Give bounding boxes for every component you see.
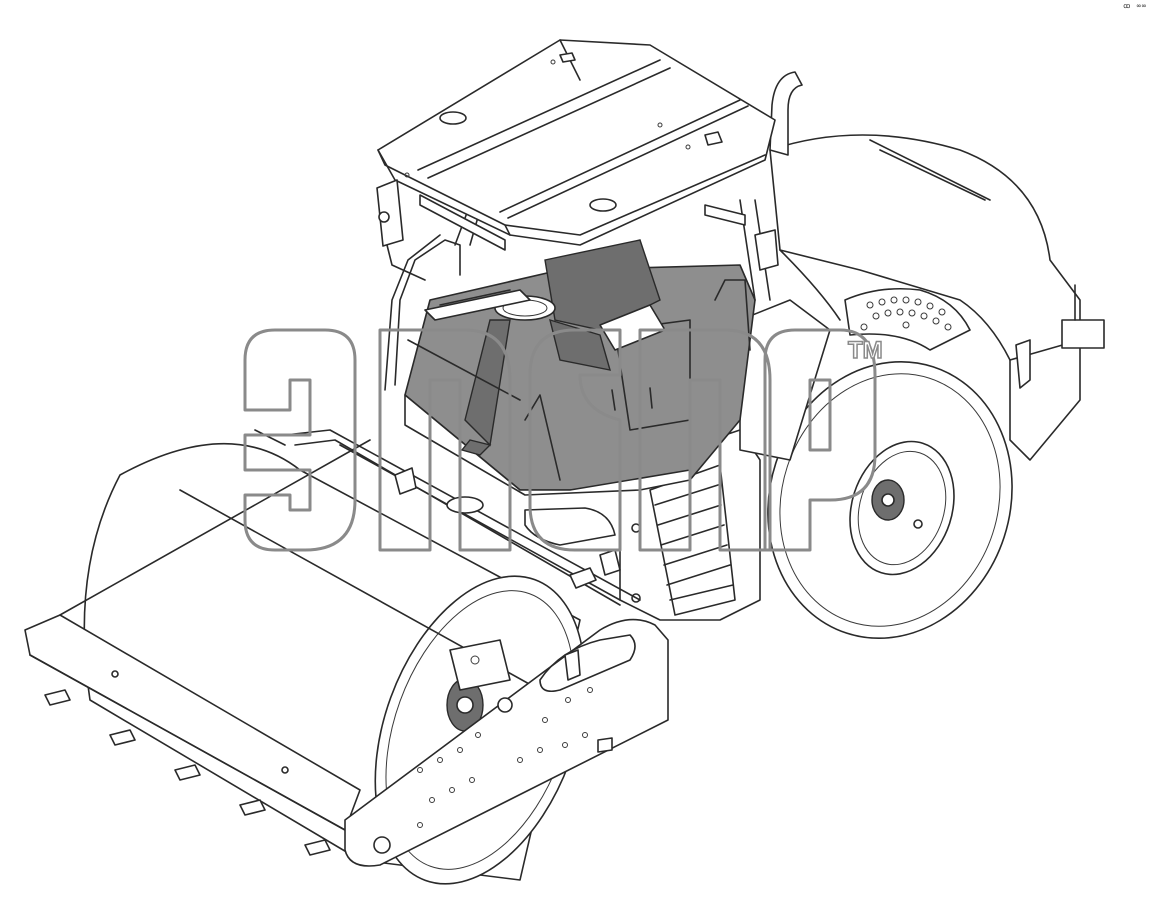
rops-canopy <box>376 39 779 301</box>
engine-hood <box>769 134 1105 461</box>
grille-holes <box>860 296 952 331</box>
corner-mark: ꝏ ∞∞ <box>1123 2 1147 10</box>
exhaust-pipe <box>769 71 803 156</box>
watermark-trademark: TM <box>848 337 883 364</box>
articulation-joint <box>446 496 621 576</box>
operator-platform[interactable] <box>384 234 756 496</box>
watermark-logo: TM <box>243 328 883 552</box>
drum-frame <box>24 429 669 867</box>
